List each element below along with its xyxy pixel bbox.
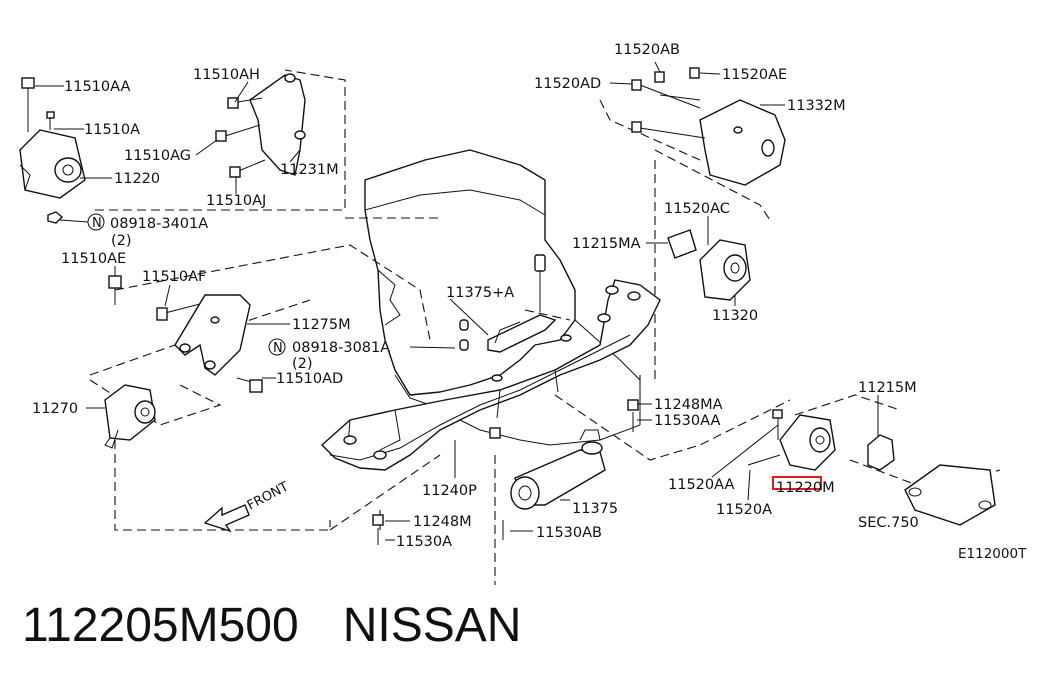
label-sec750: SEC.750 bbox=[858, 515, 919, 531]
label-11375A: 11375+A bbox=[446, 285, 514, 301]
front-arrow-icon bbox=[203, 504, 250, 533]
footer-brand: NISSAN bbox=[342, 599, 522, 652]
bracket-11275M bbox=[108, 275, 263, 393]
label-11520AA: 11520AA bbox=[668, 477, 734, 493]
target-part-highlight bbox=[772, 476, 822, 490]
label-11215M: 11215M bbox=[858, 380, 917, 396]
nut-symbol-icon bbox=[268, 338, 286, 356]
label-11220: 11220 bbox=[114, 171, 160, 187]
label-11240P: 11240P bbox=[422, 483, 477, 499]
label-11275M: 11275M bbox=[292, 317, 351, 333]
part-labels: 11510AA 11510A 11220 N 08918-3401A (2) 1… bbox=[32, 42, 1027, 562]
crossmember-11240P bbox=[320, 279, 661, 471]
label-11530AB: 11530AB bbox=[536, 525, 602, 541]
bottom-bolts bbox=[372, 399, 639, 545]
label-11510AJ: 11510AJ bbox=[206, 193, 266, 209]
label-11510AF: 11510AF bbox=[142, 269, 206, 285]
label-11510AA: 11510AA bbox=[64, 79, 130, 95]
label-11332M: 11332M bbox=[787, 98, 846, 114]
label-11530A: 11530A bbox=[396, 534, 452, 550]
label-11320: 11320 bbox=[712, 308, 758, 324]
bracket-11231M bbox=[215, 73, 306, 178]
bracket-11375A bbox=[459, 254, 557, 353]
footer-part-number: 112205M500 bbox=[22, 599, 299, 652]
label-08918-3401A: 08918-3401A bbox=[110, 216, 208, 232]
footer-caption: 112205M500 NISSAN bbox=[22, 598, 521, 653]
label-11510AE: 11510AE bbox=[61, 251, 126, 267]
label-11220M: 11220M bbox=[776, 480, 835, 496]
mount-11320 bbox=[667, 229, 751, 301]
label-11520AC: 11520AC bbox=[664, 201, 730, 217]
drawing-code: E112000T bbox=[958, 546, 1027, 562]
label-11248M: 11248M bbox=[413, 514, 472, 530]
label-qty-b: (2) bbox=[292, 356, 313, 372]
insulator-11215M bbox=[867, 434, 996, 526]
label-11510AG: 11510AG bbox=[124, 148, 191, 164]
label-11510AD: 11510AD bbox=[276, 371, 343, 387]
label-n2: N bbox=[273, 341, 283, 356]
label-11375: 11375 bbox=[572, 501, 618, 517]
label-n1: N bbox=[92, 216, 102, 231]
nut-symbol-icon bbox=[87, 213, 105, 231]
label-11510AH: 11510AH bbox=[193, 67, 260, 83]
engine-block-illustration bbox=[364, 149, 641, 446]
leader-lines bbox=[35, 61, 879, 541]
bracket-11332M bbox=[631, 67, 786, 186]
label-11520AD: 11520AD bbox=[534, 76, 601, 92]
label-11270: 11270 bbox=[32, 401, 78, 417]
mount-11220M bbox=[747, 409, 836, 471]
damper-11375 bbox=[510, 429, 606, 510]
label-11520AB: 11520AB bbox=[614, 42, 680, 58]
mount-11220 bbox=[19, 77, 86, 224]
label-11510A: 11510A bbox=[84, 122, 140, 138]
label-11248MA: 11248MA bbox=[654, 397, 723, 413]
label-11231M: 11231M bbox=[280, 162, 339, 178]
label-11530AA: 11530AA bbox=[654, 413, 720, 429]
label-11520A: 11520A bbox=[716, 502, 772, 518]
label-front: FRONT bbox=[245, 479, 291, 513]
label-qty-a: (2) bbox=[111, 233, 132, 249]
label-08918-3081A: 08918-3081A bbox=[292, 340, 390, 356]
label-11520AE: 11520AE bbox=[722, 67, 787, 83]
mount-11270 bbox=[104, 384, 156, 449]
label-11215MA: 11215MA bbox=[572, 236, 641, 252]
